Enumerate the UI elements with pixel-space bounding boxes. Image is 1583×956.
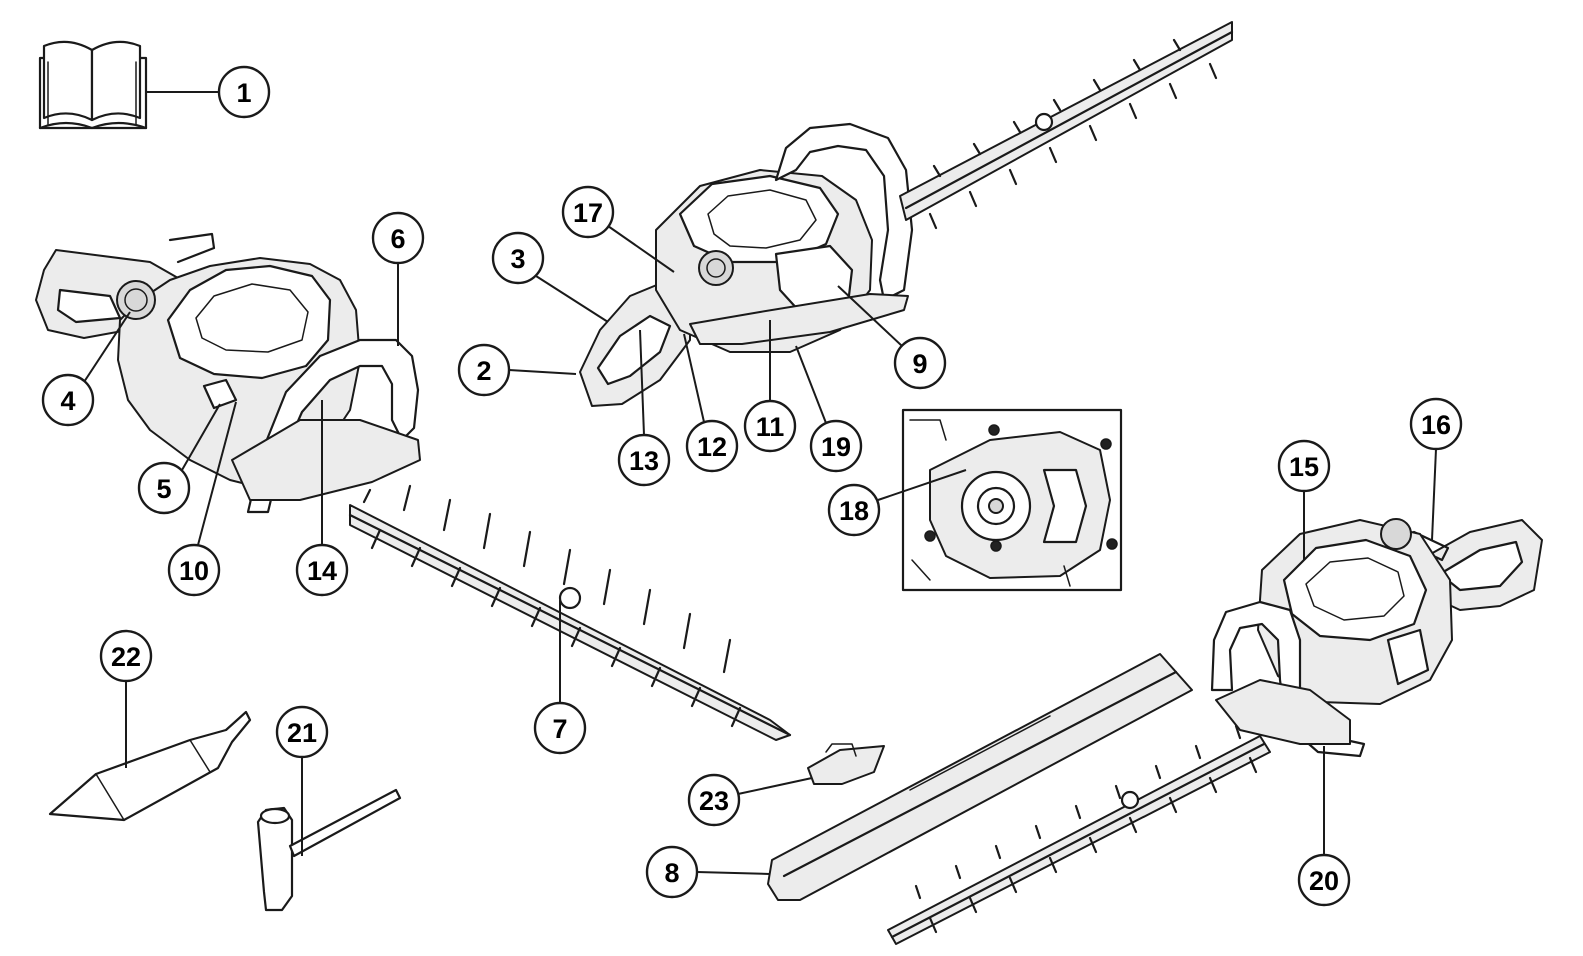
center-hedge-trimmer [579, 21, 1234, 407]
leader-line-5 [181, 403, 221, 471]
callout-circle [1277, 439, 1331, 493]
callout-number: 10 [179, 556, 209, 586]
leader-line-8 [696, 871, 771, 875]
callout-number: 17 [573, 198, 603, 228]
callout-circle [827, 483, 881, 537]
callout-16: 16 [1409, 397, 1463, 451]
callout-number: 3 [510, 244, 525, 274]
callout-circle [561, 185, 615, 239]
callout-circle [275, 705, 329, 759]
callout-number: 23 [699, 786, 729, 816]
callout-10: 10 [167, 543, 221, 597]
leader-line-13 [639, 329, 645, 436]
leader-line-12 [683, 333, 705, 423]
callout-7: 7 [533, 701, 587, 755]
callout-circle [687, 773, 741, 827]
blade-tip-guard [807, 743, 885, 785]
blade-cover [767, 653, 1193, 901]
callout-circle [743, 399, 797, 453]
callout-circle [533, 701, 587, 755]
callout-circle [167, 543, 221, 597]
callout-number: 14 [307, 556, 337, 586]
callout-1: 1 [217, 65, 271, 119]
callout-number: 5 [156, 474, 171, 504]
callout-number: 6 [390, 224, 405, 254]
callout-23: 23 [687, 773, 741, 827]
leader-line-10 [197, 401, 237, 546]
callout-circle [1409, 397, 1463, 451]
callout-circle [137, 461, 191, 515]
callout-number: 21 [287, 718, 317, 748]
callout-14: 14 [295, 543, 349, 597]
callout-circle [41, 373, 95, 427]
callout-8: 8 [645, 845, 699, 899]
callout-number: 11 [756, 412, 785, 442]
leader-line-9 [837, 285, 903, 347]
callout-21: 21 [275, 705, 329, 759]
callout-circle [645, 845, 699, 899]
callout-6: 6 [371, 211, 425, 265]
callout-17: 17 [561, 185, 615, 239]
left-hedge-trimmer [35, 232, 792, 741]
callout-number: 16 [1421, 410, 1451, 440]
callout-number: 12 [697, 432, 727, 462]
leader-line-19 [795, 345, 827, 424]
grease-tube [48, 710, 252, 822]
callout-2: 2 [457, 343, 511, 397]
callout-number: 19 [821, 432, 851, 462]
callout-circle [217, 65, 271, 119]
callout-circle [1297, 853, 1351, 907]
callout-5: 5 [137, 461, 191, 515]
callout-18: 18 [827, 483, 881, 537]
callout-number: 7 [552, 714, 567, 744]
callout-circle [617, 433, 671, 487]
callout-13: 13 [617, 433, 671, 487]
callout-number: 9 [912, 349, 927, 379]
callout-circle [893, 336, 947, 390]
callout-circle [457, 343, 511, 397]
leader-line-4 [83, 311, 131, 383]
callout-15: 15 [1277, 439, 1331, 493]
manual-book-icon [38, 40, 148, 130]
callout-number: 8 [664, 858, 679, 888]
callout-circle [685, 419, 739, 473]
callout-number: 20 [1309, 866, 1339, 896]
leader-line-18 [877, 469, 967, 501]
callout-19: 19 [809, 419, 863, 473]
callout-number: 18 [839, 496, 869, 526]
leader-line-3 [535, 275, 609, 323]
leader-line-16 [1431, 448, 1437, 541]
callout-circle [295, 543, 349, 597]
callout-number: 2 [476, 356, 491, 386]
leader-line-17 [607, 225, 675, 273]
callout-22: 22 [99, 629, 153, 683]
callout-circle [99, 629, 153, 683]
callout-circle [491, 231, 545, 285]
callout-20: 20 [1297, 853, 1351, 907]
callout-12: 12 [685, 419, 739, 473]
callout-number: 13 [629, 446, 659, 476]
callout-number: 22 [111, 642, 141, 672]
spark-plug-wrench [256, 788, 402, 912]
callout-circle [809, 419, 863, 473]
callout-circle [371, 211, 425, 265]
callout-number: 1 [236, 78, 251, 108]
callout-4: 4 [41, 373, 95, 427]
leader-line-23 [737, 777, 813, 795]
right-hedge-trimmer [887, 518, 1543, 945]
callout-11: 11 [743, 399, 797, 453]
callout-number: 15 [1289, 452, 1319, 482]
inset-detail-gearbox [901, 408, 1123, 592]
callout-number: 4 [60, 386, 75, 416]
leader-line-2 [508, 369, 577, 375]
callout-9: 9 [893, 336, 947, 390]
leader-lines [83, 91, 1437, 875]
callout-3: 3 [491, 231, 545, 285]
